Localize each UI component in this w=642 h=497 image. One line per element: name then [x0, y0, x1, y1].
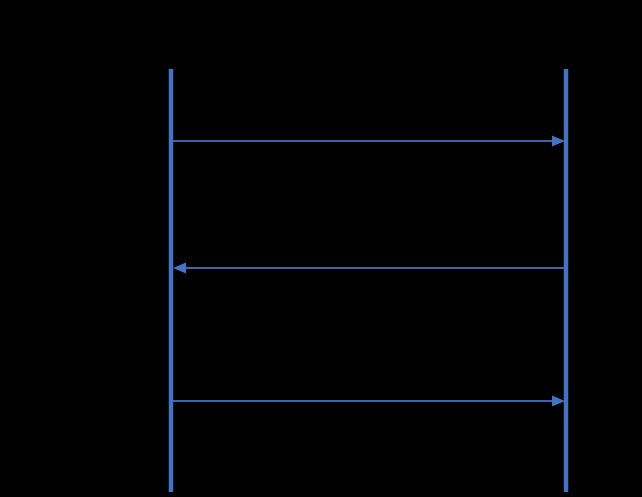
message-arrow-2-arrowhead-icon — [173, 262, 186, 274]
message-arrow-3-arrowhead-icon — [552, 395, 565, 407]
message-arrow-1-arrowhead-icon — [552, 135, 565, 147]
